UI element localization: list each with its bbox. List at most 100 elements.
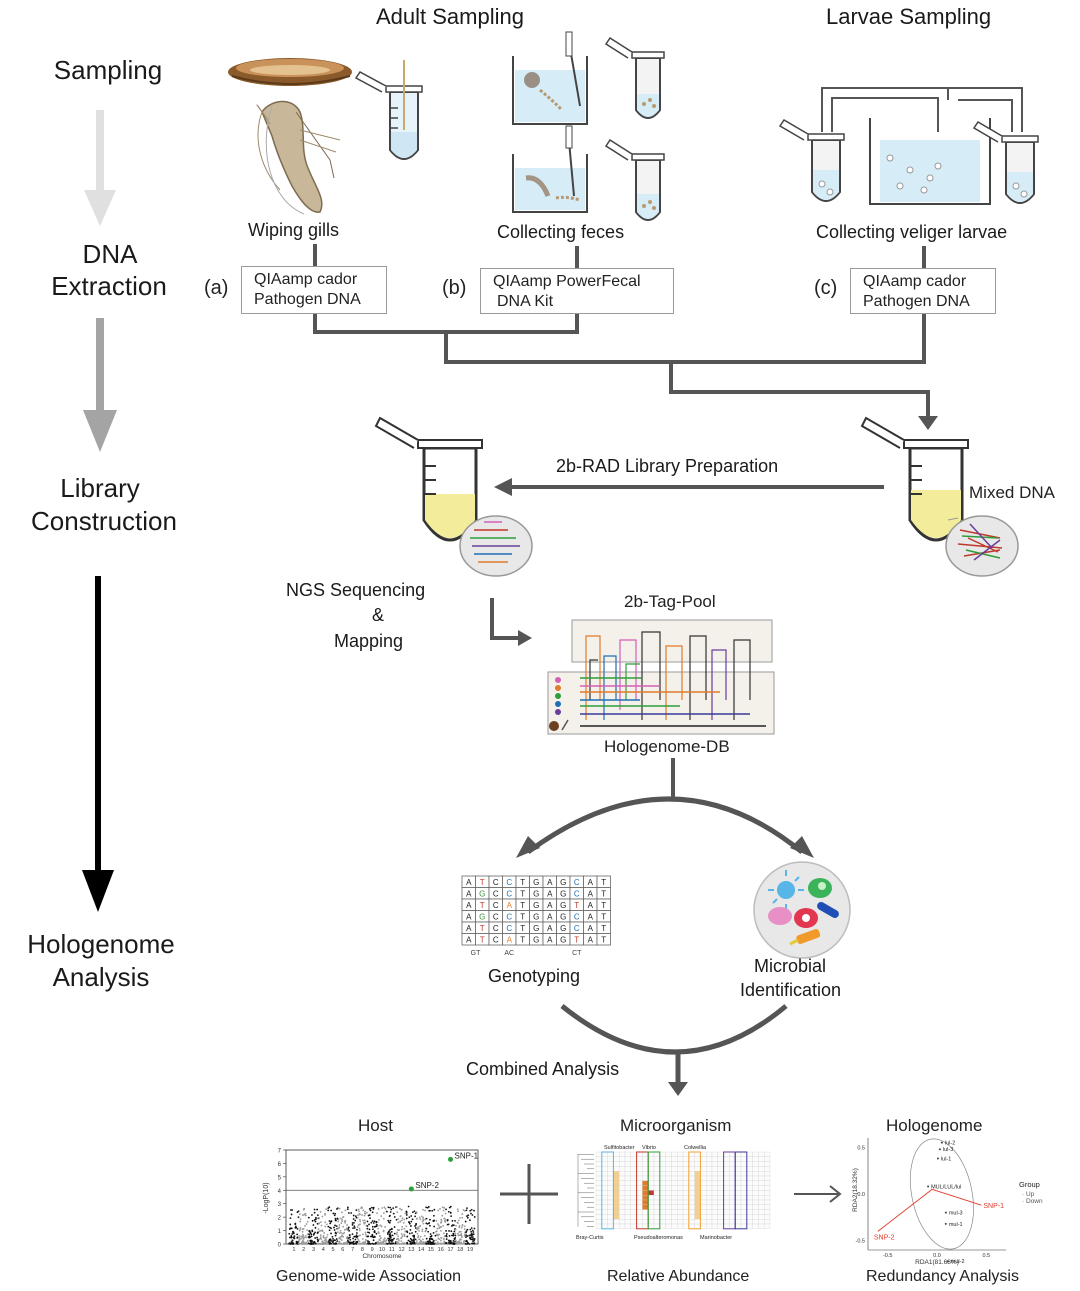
heatmap-cell: [694, 1171, 701, 1177]
heatmap-bottom-label: Marinobacter: [700, 1235, 732, 1241]
heatmap-cell: [740, 1151, 747, 1157]
heatmap-cell: [729, 1171, 736, 1177]
manhattan-point: [288, 1242, 291, 1245]
manhattan-point: [337, 1227, 339, 1230]
heatmap-cell: [735, 1171, 742, 1177]
manhattan-point: [408, 1232, 411, 1235]
heatmap-cell: [706, 1195, 713, 1201]
heatmap-cell: [764, 1199, 771, 1205]
manhattan-point: [317, 1243, 320, 1245]
manhattan-point: [314, 1220, 317, 1223]
heatmap-cell: [717, 1190, 724, 1196]
manhattan-point: [428, 1239, 431, 1241]
heatmap-cell: [711, 1151, 718, 1157]
manhattan-point: [415, 1240, 418, 1242]
manhattan-point: [376, 1212, 379, 1215]
manhattan-point: [414, 1215, 417, 1218]
manhattan-point: [452, 1233, 455, 1236]
manhattan-point: [329, 1242, 332, 1245]
manhattan-point: [445, 1230, 447, 1232]
heatmap-cell: [607, 1204, 614, 1210]
manhattan-point: [418, 1241, 421, 1244]
rda-point: [936, 1157, 939, 1160]
manhattan-point: [422, 1222, 425, 1225]
manhattan-point: [431, 1238, 434, 1241]
heatmap-cell: [653, 1151, 660, 1157]
heatmap-cell: [671, 1166, 678, 1172]
manhattan-point: [469, 1228, 472, 1231]
manhattan-point: [445, 1238, 448, 1241]
manhattan-point: [290, 1241, 293, 1243]
heatmap-cell: [717, 1151, 724, 1157]
manhattan-point: [325, 1236, 328, 1239]
manhattan-point: [339, 1238, 342, 1240]
manhattan-point: [376, 1241, 379, 1243]
heatmap-cell: [624, 1204, 631, 1210]
heatmap-cell: [688, 1195, 695, 1201]
heatmap-genus-outline: [688, 1151, 701, 1230]
manhattan-point: [373, 1220, 376, 1223]
manhattan-point: [364, 1238, 367, 1241]
manhattan-point: [373, 1230, 376, 1232]
heatmap-cell: [659, 1204, 666, 1210]
manhattan-point: [445, 1233, 448, 1235]
manhattan-point: [445, 1208, 447, 1211]
manhattan-ylabel: -LogP(10): [263, 1182, 270, 1213]
genotype-base: A: [588, 901, 594, 910]
heatmap-cell: [601, 1151, 608, 1157]
manhattan-point: [357, 1208, 360, 1211]
heatmap-cell: [624, 1190, 631, 1196]
heatmap-cell: [665, 1209, 672, 1215]
manhattan-point: [301, 1214, 304, 1217]
heatmap-cell: [700, 1171, 707, 1177]
heatmap-cell: [630, 1166, 637, 1172]
manhattan-point: [427, 1222, 430, 1225]
heatmap-cell: [711, 1209, 718, 1215]
manhattan-point: [444, 1219, 446, 1222]
manhattan-point: [359, 1242, 361, 1245]
manhattan-point: [334, 1217, 337, 1220]
manhattan-point: [462, 1241, 465, 1244]
manhattan-point: [367, 1235, 370, 1238]
heatmap-cell: [653, 1195, 660, 1201]
heatmap-cell: [671, 1161, 678, 1167]
manhattan-point: [335, 1238, 338, 1240]
manhattan-point: [419, 1224, 422, 1227]
manhattan-point: [469, 1237, 472, 1240]
manhattan-point: [381, 1207, 384, 1209]
heatmap-cell: [671, 1223, 678, 1229]
manhattan-point: [389, 1206, 392, 1209]
manhattan-point: [441, 1214, 444, 1217]
combine-arc: [560, 1004, 788, 1055]
manhattan-point: [368, 1231, 371, 1234]
manhattan-xtick-label: 5: [332, 1247, 335, 1253]
manhattan-point: [399, 1207, 401, 1210]
manhattan-point: [360, 1242, 363, 1245]
heatmap-cell: [636, 1219, 643, 1225]
manhattan-point: [439, 1207, 441, 1210]
heatmap-cell: [613, 1195, 620, 1201]
manhattan-point: [320, 1224, 323, 1227]
manhattan-point: [403, 1218, 406, 1221]
rda-legend-item: · Down: [1022, 1198, 1043, 1205]
manhattan-xtick-label: 4: [322, 1247, 325, 1253]
to-rda-arrow: [794, 1185, 842, 1203]
genotype-cell: [596, 933, 611, 946]
manhattan-point: [415, 1222, 418, 1225]
heatmap-cell: [682, 1219, 689, 1225]
heatmap-cell: [653, 1156, 660, 1162]
manhattan-point: [368, 1228, 371, 1231]
rda-point: [940, 1141, 943, 1144]
manhattan-point: [335, 1219, 337, 1222]
heatmap-cell: [607, 1199, 614, 1205]
manhattan-point: [403, 1235, 406, 1238]
manhattan-point: [465, 1231, 467, 1234]
manhattan-point: [382, 1217, 385, 1220]
manhattan-point: [390, 1227, 393, 1230]
manhattan-point: [333, 1229, 336, 1231]
heatmap-cell: [723, 1219, 730, 1225]
manhattan-point: [429, 1243, 432, 1245]
manhattan-point: [436, 1227, 439, 1230]
heatmap-cell: [665, 1199, 672, 1205]
heatmap-cell: [677, 1161, 684, 1167]
